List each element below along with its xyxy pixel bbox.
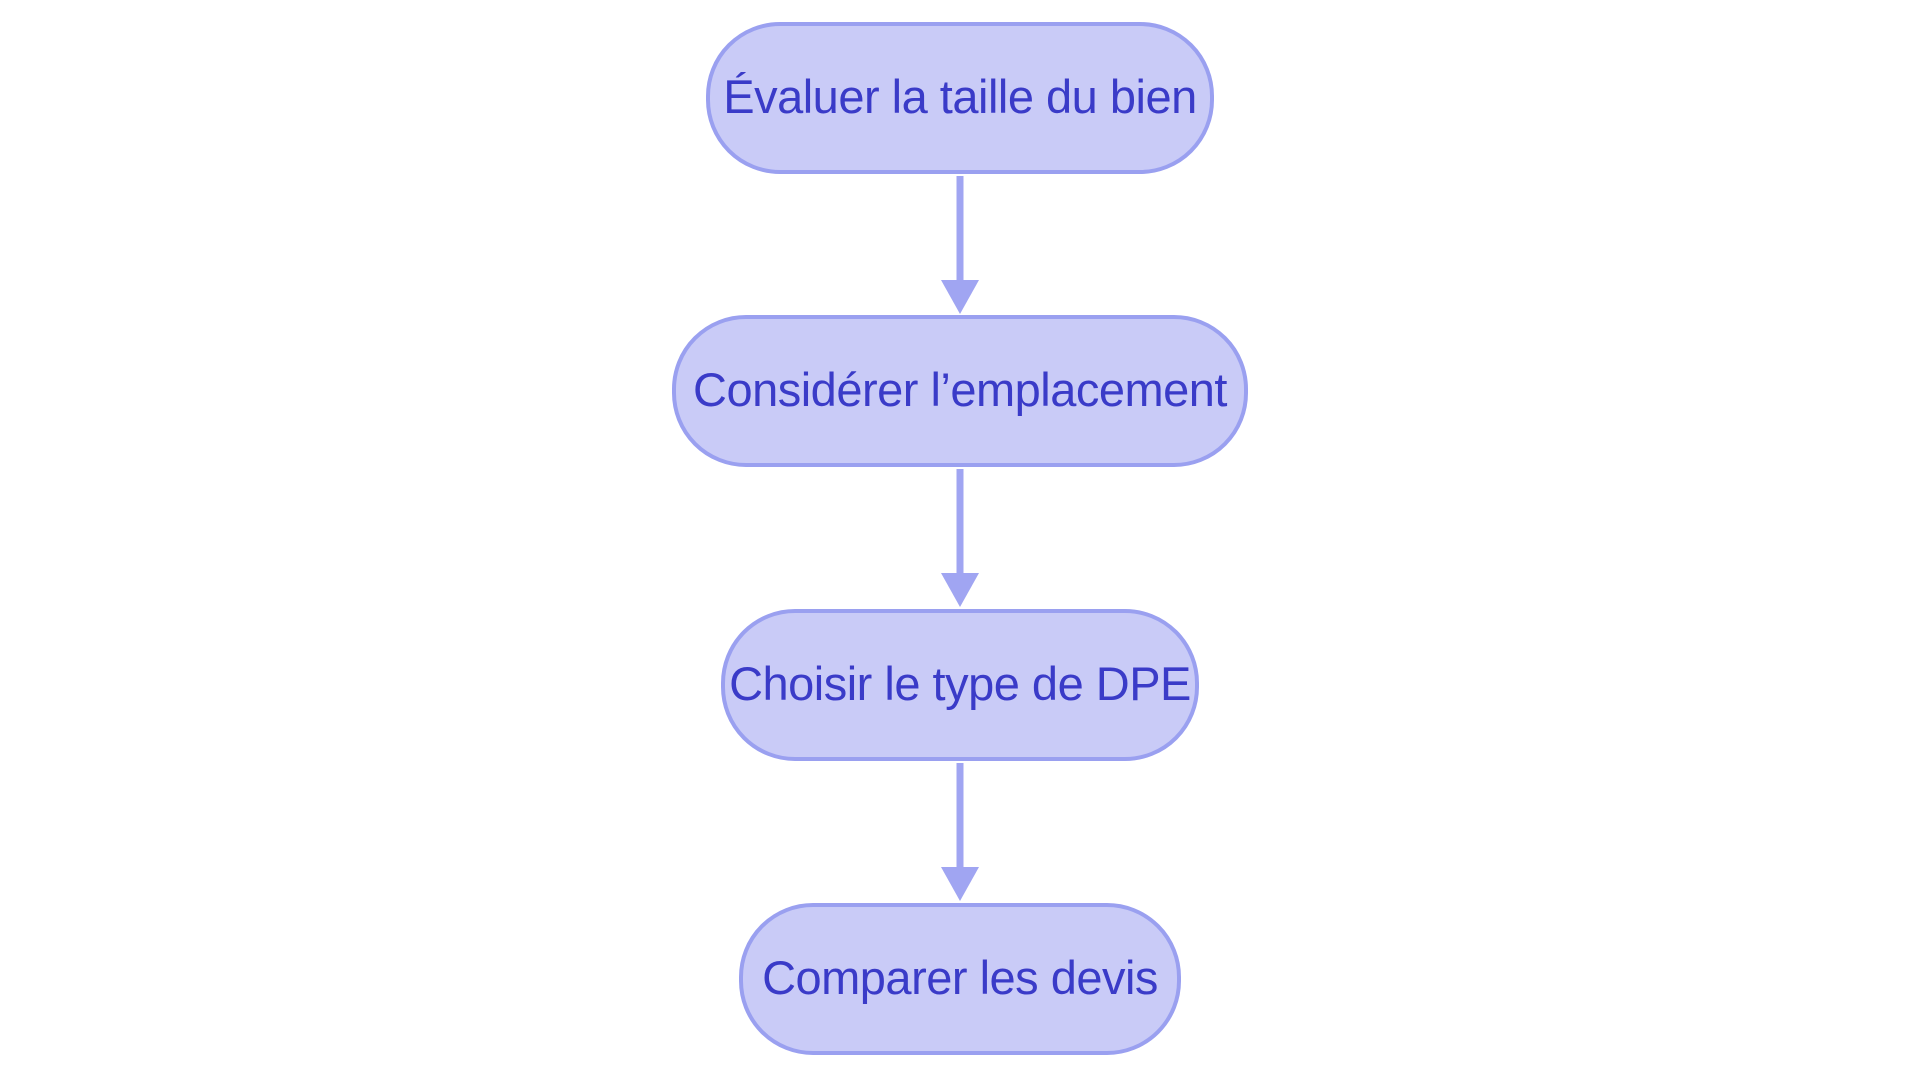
arrow-down-3-icon: [941, 763, 979, 901]
node-label: Considérer l’emplacement: [693, 362, 1227, 416]
node-label: Choisir le type de DPE: [729, 656, 1191, 710]
flow-node-choisir-type-dpe: Choisir le type de DPE: [721, 609, 1199, 761]
node-label: Évaluer la taille du bien: [723, 69, 1197, 123]
arrow-down-2-icon: [941, 469, 979, 607]
flow-node-considerer-emplacement: Considérer l’emplacement: [672, 315, 1248, 467]
flow-node-comparer-devis: Comparer les devis: [739, 903, 1181, 1055]
flow-node-evaluer-taille: Évaluer la taille du bien: [706, 22, 1214, 174]
node-label: Comparer les devis: [762, 950, 1158, 1004]
arrow-down-1-icon: [941, 176, 979, 314]
